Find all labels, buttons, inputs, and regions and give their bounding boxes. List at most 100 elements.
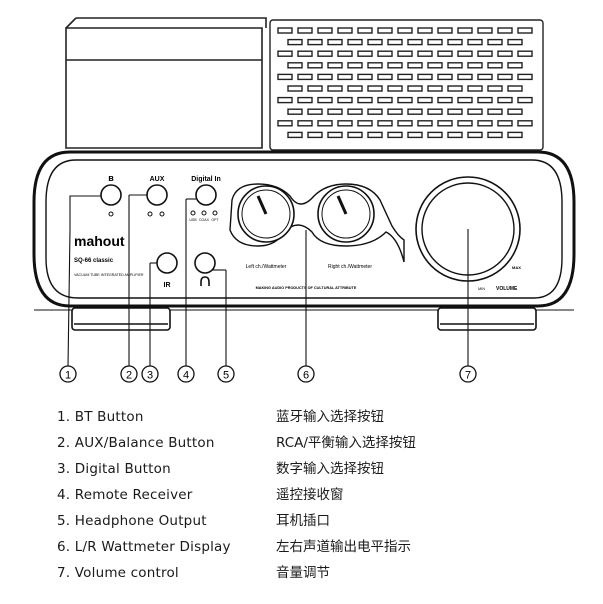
cage-slot — [327, 108, 343, 115]
cage-slot — [497, 96, 513, 104]
cage-slot — [357, 27, 373, 34]
legend-zh-7: 音量调节 — [276, 565, 330, 581]
cage-slot — [417, 120, 433, 127]
headphone-jack[interactable] — [194, 252, 216, 274]
cage-slot — [297, 96, 313, 104]
opt-led-icon — [212, 210, 218, 216]
cage-slot — [487, 38, 503, 46]
cage-slot — [437, 120, 453, 127]
cage-slot — [447, 131, 463, 139]
cage-slot — [317, 50, 333, 57]
svg-text:6: 6 — [303, 370, 309, 382]
callout-1: 1 — [59, 365, 77, 383]
cage-slot — [407, 38, 423, 46]
cage-slot — [307, 85, 323, 92]
cage-slot — [287, 38, 303, 46]
bt-led-icon — [108, 211, 114, 217]
cage-slot — [287, 108, 303, 115]
cage-slot — [307, 108, 323, 115]
cage-slot — [397, 73, 413, 81]
cage-slot — [377, 120, 393, 127]
cage-slot — [357, 73, 373, 81]
right-meter-needle — [336, 195, 348, 215]
cage-slot — [457, 96, 473, 104]
svg-text:1: 1 — [65, 370, 71, 382]
cage-slot — [457, 73, 473, 81]
legend-en-1: 1. BT Button — [57, 409, 144, 425]
legend-en-6: 6. L/R Wattmeter Display — [57, 539, 231, 555]
cage-slot — [467, 108, 483, 115]
legend-en-3: 3. Digital Button — [57, 461, 171, 477]
legend-en-7: 7. Volume control — [57, 565, 179, 581]
cage-slot — [427, 108, 443, 115]
left-meter-label: Left ch./Wattmeter — [246, 264, 287, 270]
cage-slot — [477, 27, 493, 34]
cage-slot — [307, 62, 323, 69]
cage-slot — [457, 27, 473, 34]
cage-slot — [517, 73, 533, 81]
left-wattmeter: Left ch./Wattmeter — [237, 185, 295, 270]
cage-slot — [477, 73, 493, 81]
volume-control-group: MAX MIN VOLUME — [415, 176, 521, 292]
cage-slot — [377, 96, 393, 104]
cage-slot — [497, 27, 513, 34]
svg-text:4: 4 — [183, 370, 189, 382]
cage-slot — [317, 96, 333, 104]
cage-slot — [457, 50, 473, 57]
cage-slot — [367, 62, 383, 69]
bt-button[interactable] — [100, 184, 122, 206]
cage-slot — [327, 85, 343, 92]
cage-slot — [437, 27, 453, 34]
digital-button[interactable] — [195, 184, 217, 206]
cage-slot — [387, 108, 403, 115]
cage-slot — [287, 62, 303, 69]
cage-slot — [407, 131, 423, 139]
ir-label: IR — [164, 282, 171, 289]
cage-slot — [327, 62, 343, 69]
cage-slot — [507, 131, 523, 139]
cage-slot — [517, 120, 533, 127]
remote-receiver-window — [156, 252, 178, 274]
cage-slot — [297, 120, 313, 127]
svg-text:3: 3 — [147, 370, 153, 382]
cage-slot — [427, 62, 443, 69]
headphone-output-group — [194, 252, 216, 286]
cage-slot — [477, 50, 493, 57]
cage-slot — [467, 38, 483, 46]
cage-slot — [507, 38, 523, 46]
coax-led-icon — [201, 210, 207, 216]
cage-slot — [417, 96, 433, 104]
cage-slot — [357, 96, 373, 104]
cage-slot — [467, 131, 483, 139]
cage-slot — [347, 131, 363, 139]
tube-cage — [269, 19, 544, 151]
legend-zh-2: RCA/平衡输入选择按钮 — [276, 435, 416, 451]
cage-slot — [487, 131, 503, 139]
cage-slot — [347, 108, 363, 115]
cage-slot — [367, 38, 383, 46]
cage-slot — [437, 73, 453, 81]
right-wattmeter: Right ch./Wattmeter — [317, 185, 375, 270]
cage-slot — [317, 73, 333, 81]
cage-slot — [447, 85, 463, 92]
cage-slot — [297, 27, 313, 34]
legend-zh-6: 左右声道输出电平指示 — [276, 539, 411, 555]
cage-slot — [517, 96, 533, 104]
cage-slot — [307, 38, 323, 46]
cage-slot — [467, 85, 483, 92]
legend-en-2: 2. AUX/Balance Button — [57, 435, 215, 451]
cage-slot — [317, 120, 333, 127]
cage-slot — [317, 27, 333, 34]
brand-logo: mahout — [74, 233, 125, 249]
headphone-icon — [200, 276, 210, 286]
cage-slot — [427, 131, 443, 139]
aux-button-group: AUX — [146, 176, 168, 217]
callout-5: 5 — [217, 365, 235, 383]
callout-3: 3 — [141, 365, 159, 383]
cage-slot — [347, 62, 363, 69]
cage-slot — [477, 96, 493, 104]
cage-slot — [397, 27, 413, 34]
aux-balance-button[interactable] — [146, 184, 168, 206]
cage-slot — [277, 73, 293, 81]
cage-slot — [487, 108, 503, 115]
